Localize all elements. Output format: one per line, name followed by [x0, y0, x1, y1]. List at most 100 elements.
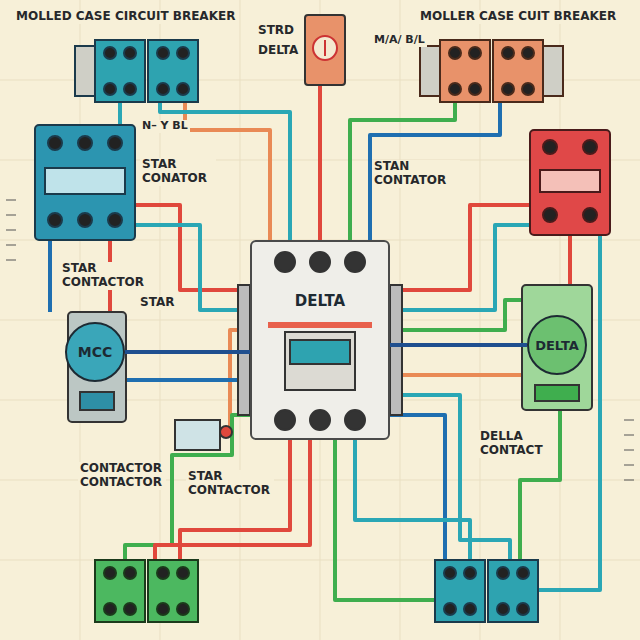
contactor-top-left — [177, 47, 189, 59]
contactor-top-left — [124, 47, 136, 59]
part-label: STAR — [138, 296, 176, 310]
contactor-bottom-right — [497, 567, 509, 579]
wire — [568, 235, 572, 285]
main-contactor-body — [275, 252, 295, 272]
wire — [390, 225, 530, 310]
main-contactor-body — [310, 410, 330, 430]
breaker-block-blue — [35, 125, 135, 240]
breaker-block-red — [530, 130, 610, 235]
breaker-block-blue — [35, 125, 135, 240]
delta-device-body — [535, 385, 579, 401]
wire — [390, 205, 530, 290]
node-label: MCC — [78, 344, 112, 360]
mcc-circle: MCC — [65, 322, 125, 382]
wire — [180, 440, 290, 560]
node-label: DELTA — [295, 292, 345, 310]
part-label: STRD — [256, 24, 296, 38]
contactor-top-left — [177, 83, 189, 95]
wire — [48, 240, 52, 312]
top-selector-switch — [305, 15, 345, 85]
wire — [135, 225, 250, 310]
part-label: STAR CONATOR — [140, 158, 216, 186]
top-selector-switch — [305, 15, 345, 85]
wire — [155, 440, 310, 560]
contactor-bottom-right — [435, 560, 485, 622]
main-contactor-body — [390, 285, 402, 415]
contactor-top-left — [157, 47, 169, 59]
main-contactor-body — [238, 240, 402, 440]
contactor-top-right — [522, 47, 534, 59]
part-label: DELTA — [256, 44, 300, 58]
delta-device-body — [522, 285, 592, 410]
contactor-top-right — [502, 47, 514, 59]
contactor-bottom-left — [124, 567, 136, 579]
contactor-top-right — [420, 46, 440, 96]
part-label: CONTACTOR CONTACTOR — [78, 462, 166, 490]
main-contactor-body — [268, 322, 372, 328]
breaker-block-red — [540, 170, 600, 192]
part-label: STAR CONTACTOR — [60, 262, 148, 290]
contactor-top-right — [449, 83, 461, 95]
wire — [135, 205, 250, 290]
contactor-top-right — [469, 83, 481, 95]
contactor-top-right — [543, 46, 563, 96]
contactor-top-left — [75, 46, 95, 96]
contactor-top-right — [493, 40, 543, 102]
contactor-bottom-left — [104, 603, 116, 615]
breaker-block-blue — [48, 213, 62, 227]
wire — [318, 85, 322, 240]
contactor-bottom-left — [148, 560, 198, 622]
delta-circle: DELTA — [527, 315, 587, 375]
wire — [370, 102, 500, 240]
main-contactor-body — [345, 252, 365, 272]
main-contactor-body — [310, 252, 330, 272]
grid-ground — [6, 200, 634, 480]
top-selector-switch — [324, 40, 326, 56]
wire — [390, 373, 522, 377]
part-label: MOLLER CASE CUIT BREAKER — [418, 10, 618, 24]
contactor-bottom-right — [435, 560, 538, 622]
node-label: DELTA — [535, 338, 579, 353]
contactor-bottom-right — [464, 567, 476, 579]
delta-contactor: DELTA — [250, 240, 390, 440]
contactor-bottom-left — [104, 567, 116, 579]
contactor-bottom-right — [517, 603, 529, 615]
part-label: STAR CONTACTOR — [186, 470, 274, 498]
main-contactor-body — [250, 240, 390, 440]
contactor-top-left — [104, 47, 116, 59]
contactor-top-left — [157, 83, 169, 95]
main-contactor-body — [290, 340, 350, 364]
contactor-top-left — [104, 83, 116, 95]
contactor-bottom-left — [95, 560, 145, 622]
contactor-bottom-right — [488, 560, 538, 622]
breaker-block-blue — [48, 136, 62, 150]
wire — [390, 395, 510, 560]
breaker-block-red — [530, 130, 610, 235]
contactor-bottom-right — [517, 567, 529, 579]
contactor-top-right — [440, 40, 490, 102]
wire — [126, 378, 250, 382]
mcc-device-body — [80, 392, 114, 410]
small-relay — [175, 420, 232, 450]
part-label: DELLA CONTACT — [478, 430, 552, 458]
contactor-bottom-left — [177, 567, 189, 579]
breaker-block-red — [583, 208, 597, 222]
breaker-block-blue — [78, 213, 92, 227]
contactor-top-left — [148, 40, 198, 102]
contactor-bottom-right — [444, 567, 456, 579]
delta-device-body — [522, 285, 592, 410]
contactor-bottom-left — [95, 560, 198, 622]
wire-connector — [390, 343, 527, 347]
contactor-top-right — [420, 40, 563, 102]
wire — [118, 102, 122, 125]
contactor-top-right — [502, 83, 514, 95]
wire — [355, 440, 470, 560]
breaker-block-red — [543, 140, 557, 154]
breaker-block-red — [583, 140, 597, 154]
breaker-block-blue — [108, 213, 122, 227]
contactor-top-right — [469, 47, 481, 59]
breaker-block-blue — [108, 136, 122, 150]
